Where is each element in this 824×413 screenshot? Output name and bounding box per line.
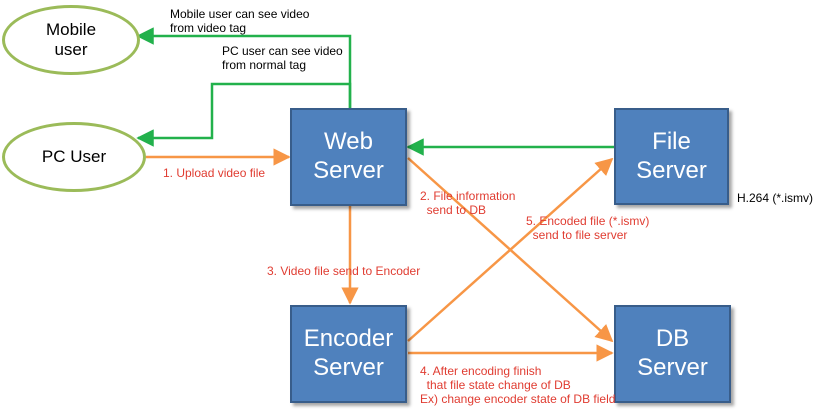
after-encoding-step-label: 4. After encoding finish that file state… [420,364,616,406]
web-to-pc-arrow [136,82,352,147]
pc-user-node: PC User [2,122,146,192]
encoded-file-step-label: 5. Encoded file (*.ismv) send to file se… [526,214,650,242]
format-note: H.264 (*.ismv) [737,191,814,205]
mobile-view-note: Mobile user can see video from video tag [170,7,310,35]
web-server-node: Web Server [290,108,407,206]
db-server-node: DB Server [614,305,731,403]
upload-step-label: 1. Upload video file [163,166,266,180]
encoder-server-node: Encoder Server [290,305,407,403]
pc-view-note: PC user can see video from normal tag [222,44,343,72]
file-info-step-label: 2. File information send to DB [420,189,516,217]
file-server-node: File Server [614,108,729,205]
video-to-encoder-step-label: 3. Video file send to Encoder [267,264,421,278]
mobile-user-node: Mobile user [2,5,140,75]
encoder-to-file-arrow [407,157,614,342]
